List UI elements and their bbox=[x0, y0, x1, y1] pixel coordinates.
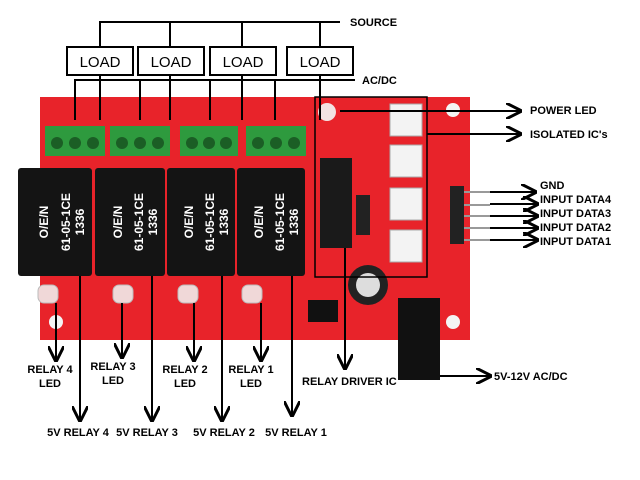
svg-text:5V RELAY 2: 5V RELAY 2 bbox=[193, 427, 255, 439]
svg-text:1336: 1336 bbox=[217, 208, 231, 235]
gnd-label: GND bbox=[540, 180, 565, 192]
terminal-blocks bbox=[45, 126, 306, 156]
power-led-label: POWER LED bbox=[530, 105, 597, 117]
load-label: LOAD bbox=[300, 54, 341, 71]
relay-leds bbox=[37, 284, 263, 304]
input-data1-label: INPUT DATA1 bbox=[540, 236, 611, 248]
power-led-component bbox=[318, 103, 336, 121]
svg-text:O/E/N: O/E/N bbox=[182, 206, 196, 239]
dc-jack bbox=[398, 298, 440, 380]
svg-text:LED: LED bbox=[174, 378, 196, 390]
svg-text:O/E/N: O/E/N bbox=[111, 206, 125, 239]
voltage-regulator bbox=[308, 300, 338, 322]
svg-text:5V RELAY 3: 5V RELAY 3 bbox=[116, 427, 178, 439]
svg-text:O/E/N: O/E/N bbox=[37, 206, 51, 239]
svg-text:1336: 1336 bbox=[146, 208, 160, 235]
svg-text:RELAY 4: RELAY 4 bbox=[27, 364, 73, 376]
power-input-label: 5V-12V AC/DC bbox=[494, 371, 568, 383]
svg-text:RELAY 1: RELAY 1 bbox=[228, 364, 273, 376]
relay: O/E/N 61-05-1CE 1336 bbox=[18, 168, 92, 276]
relay-driver-ic-chip bbox=[320, 158, 352, 248]
relay-driver-ic-label: RELAY DRIVER IC bbox=[302, 376, 397, 388]
load-boxes: LOAD LOAD LOAD LOAD bbox=[66, 46, 354, 76]
relay-board-photo: O/E/N 61-05-1CE 1336 O/E/N 61-05-1CE 133… bbox=[18, 97, 490, 380]
svg-text:1336: 1336 bbox=[287, 208, 301, 235]
svg-text:LED: LED bbox=[102, 375, 124, 387]
relay: O/E/N 61-05-1CE 1336 bbox=[95, 168, 165, 276]
source-label: SOURCE bbox=[350, 17, 397, 29]
relay: O/E/N 61-05-1CE 1336 bbox=[167, 168, 235, 276]
relay-callouts: 5V RELAY 4 5V RELAY 3 5V RELAY 2 5V RELA… bbox=[47, 276, 327, 439]
input-data4-label: INPUT DATA4 bbox=[540, 194, 612, 206]
source-wiring: SOURCE AC/DC bbox=[74, 17, 397, 120]
load-label: LOAD bbox=[80, 54, 121, 71]
relay: O/E/N 61-05-1CE 1336 bbox=[237, 168, 305, 276]
svg-text:61-05-1CE: 61-05-1CE bbox=[203, 193, 217, 251]
acdc-label: AC/DC bbox=[362, 75, 397, 87]
input-data2-label: INPUT DATA2 bbox=[540, 222, 611, 234]
svg-text:5V RELAY 1: 5V RELAY 1 bbox=[265, 427, 327, 439]
input-pins bbox=[462, 191, 490, 241]
svg-text:LED: LED bbox=[240, 378, 262, 390]
svg-text:O/E/N: O/E/N bbox=[252, 206, 266, 239]
input-data3-label: INPUT DATA3 bbox=[540, 208, 611, 220]
isolated-ics bbox=[389, 103, 423, 263]
load-label: LOAD bbox=[223, 54, 264, 71]
pin-header bbox=[356, 195, 370, 235]
mounting-hole bbox=[446, 315, 460, 329]
svg-text:61-05-1CE: 61-05-1CE bbox=[273, 193, 287, 251]
load-label: LOAD bbox=[151, 54, 192, 71]
relay-led-callouts: RELAY 4 LED RELAY 3 LED RELAY 2 LED RELA… bbox=[27, 303, 274, 390]
svg-text:5V RELAY 4: 5V RELAY 4 bbox=[47, 427, 110, 439]
svg-text:LED: LED bbox=[39, 378, 61, 390]
svg-text:61-05-1CE: 61-05-1CE bbox=[132, 193, 146, 251]
right-callouts: POWER LED ISOLATED IC's GND INPUT DATA4 … bbox=[302, 96, 612, 388]
isolated-ics-label: ISOLATED IC's bbox=[530, 129, 608, 141]
svg-text:RELAY 3: RELAY 3 bbox=[90, 361, 135, 373]
svg-text:61-05-1CE: 61-05-1CE bbox=[59, 193, 73, 251]
svg-text:RELAY 2: RELAY 2 bbox=[162, 364, 207, 376]
svg-text:1336: 1336 bbox=[73, 208, 87, 235]
